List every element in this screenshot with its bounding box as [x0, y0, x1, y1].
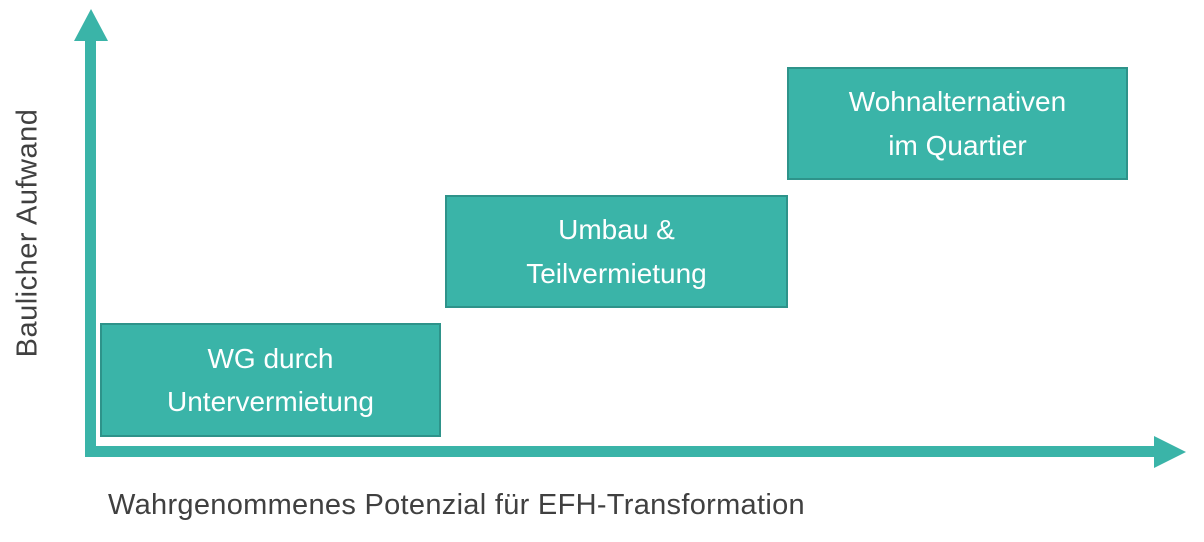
- x-axis-label: Wahrgenommenes Potenzial für EFH-Transfo…: [108, 489, 805, 521]
- y-axis-label: Baulicher Aufwand: [11, 108, 44, 358]
- y-axis-line: [85, 36, 96, 457]
- x-axis-line: [85, 446, 1158, 457]
- box-umbau-teilvermietung: Umbau & Teilvermietung: [445, 195, 788, 308]
- box-label: Umbau & Teilvermietung: [526, 214, 707, 289]
- box-wg-durch-untervermietung: WG durch Untervermietung: [100, 323, 441, 437]
- arrow-up-icon: [74, 9, 108, 41]
- arrow-right-icon: [1154, 436, 1186, 468]
- box-label: Wohnalternativen im Quartier: [848, 86, 1067, 161]
- box-wohnalternativen-im-quartier: Wohnalternativen im Quartier: [787, 67, 1128, 180]
- box-label: WG durch Untervermietung: [167, 342, 374, 417]
